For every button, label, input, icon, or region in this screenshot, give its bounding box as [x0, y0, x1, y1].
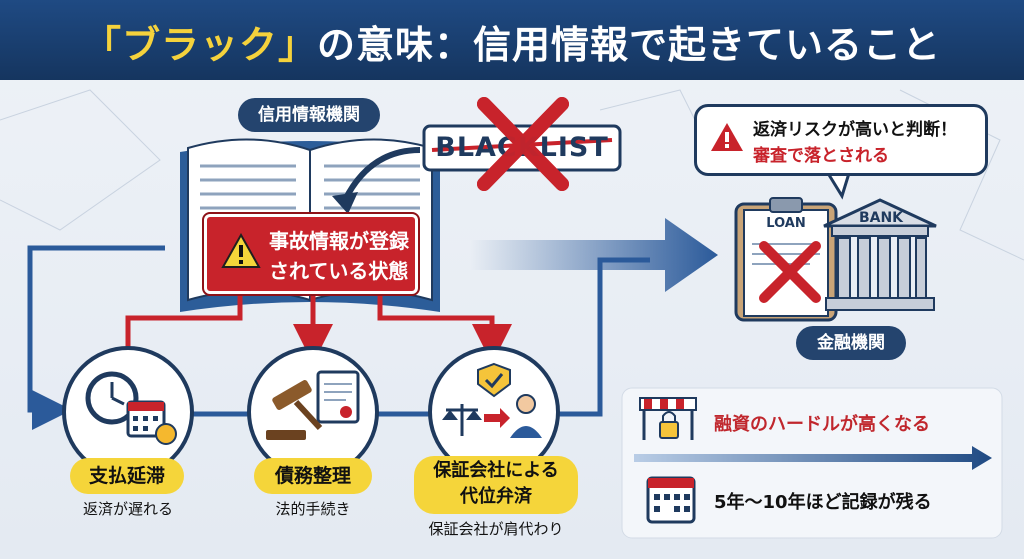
effect-hurdle: 融資のハードルが高くなる — [714, 414, 930, 435]
lock-icon — [659, 411, 679, 439]
red-branches — [125, 290, 512, 364]
bank-label: BANK — [858, 210, 904, 226]
cause-desc-delay: 返済が遅れる — [82, 500, 173, 518]
effects-panel — [621, 387, 1003, 539]
cause-title-delay: 支払延滞 — [70, 458, 184, 494]
big-flow-arrow — [470, 218, 718, 292]
calendar-record-icon — [646, 476, 696, 524]
title-quote-open: 「 — [82, 23, 122, 67]
bubble-warning-icon — [709, 121, 745, 157]
page-title: 「ブラック」の意味：信用情報で起きていること — [0, 14, 1024, 69]
cause-title-guarantor-line2: 代位弁済 — [460, 486, 532, 507]
alert-line-1: 事故情報が登録 — [269, 229, 409, 253]
warning-icon — [221, 232, 261, 274]
cause-desc-debt: 法的手続き — [275, 500, 351, 518]
loan-label: LOAN — [766, 216, 806, 231]
alert-line-2: されている状態 — [269, 259, 409, 283]
bubble-line-1: 返済リスクが高いと判断！ — [753, 120, 957, 140]
guarantor-icon — [442, 362, 542, 438]
financial-institution-label: 金融機関 — [796, 326, 906, 360]
credit-bureau-label: 信用情報機関 — [238, 98, 380, 132]
cause-desc-guarantor: 保証会社が肩代わり — [428, 520, 564, 538]
bank-icon — [823, 198, 937, 311]
bubble-line-2: 審査で落とされる — [753, 146, 889, 166]
effect-record: 5年〜10年ほど記録が残る — [714, 492, 932, 513]
header-bar — [0, 0, 1024, 80]
timeline-arrow — [634, 446, 992, 470]
barrier-icon — [639, 397, 697, 440]
blacklist-arrow-head — [332, 192, 358, 214]
title-quote-close: 」 — [278, 23, 318, 67]
cause-title-guarantor: 保証会社による 代位弁済 — [414, 456, 578, 514]
rejection-bubble: 返済リスクが高いと判断！ 審査で落とされる — [694, 104, 988, 176]
accident-info-alert: 事故情報が登録 されている状態 — [204, 214, 418, 294]
title-keyword: ブラック — [121, 23, 278, 67]
calendar-icon — [126, 400, 177, 445]
loan-reject-x — [759, 241, 821, 303]
blacklist-arrow — [342, 147, 421, 202]
clock-icon — [85, 371, 139, 425]
cause-title-guarantor-line1: 保証会社による — [433, 460, 559, 481]
gavel-icon — [266, 370, 360, 440]
cause-title-debt: 債務整理 — [254, 458, 372, 494]
title-rest: の意味：信用情報で起きていること — [317, 23, 942, 67]
